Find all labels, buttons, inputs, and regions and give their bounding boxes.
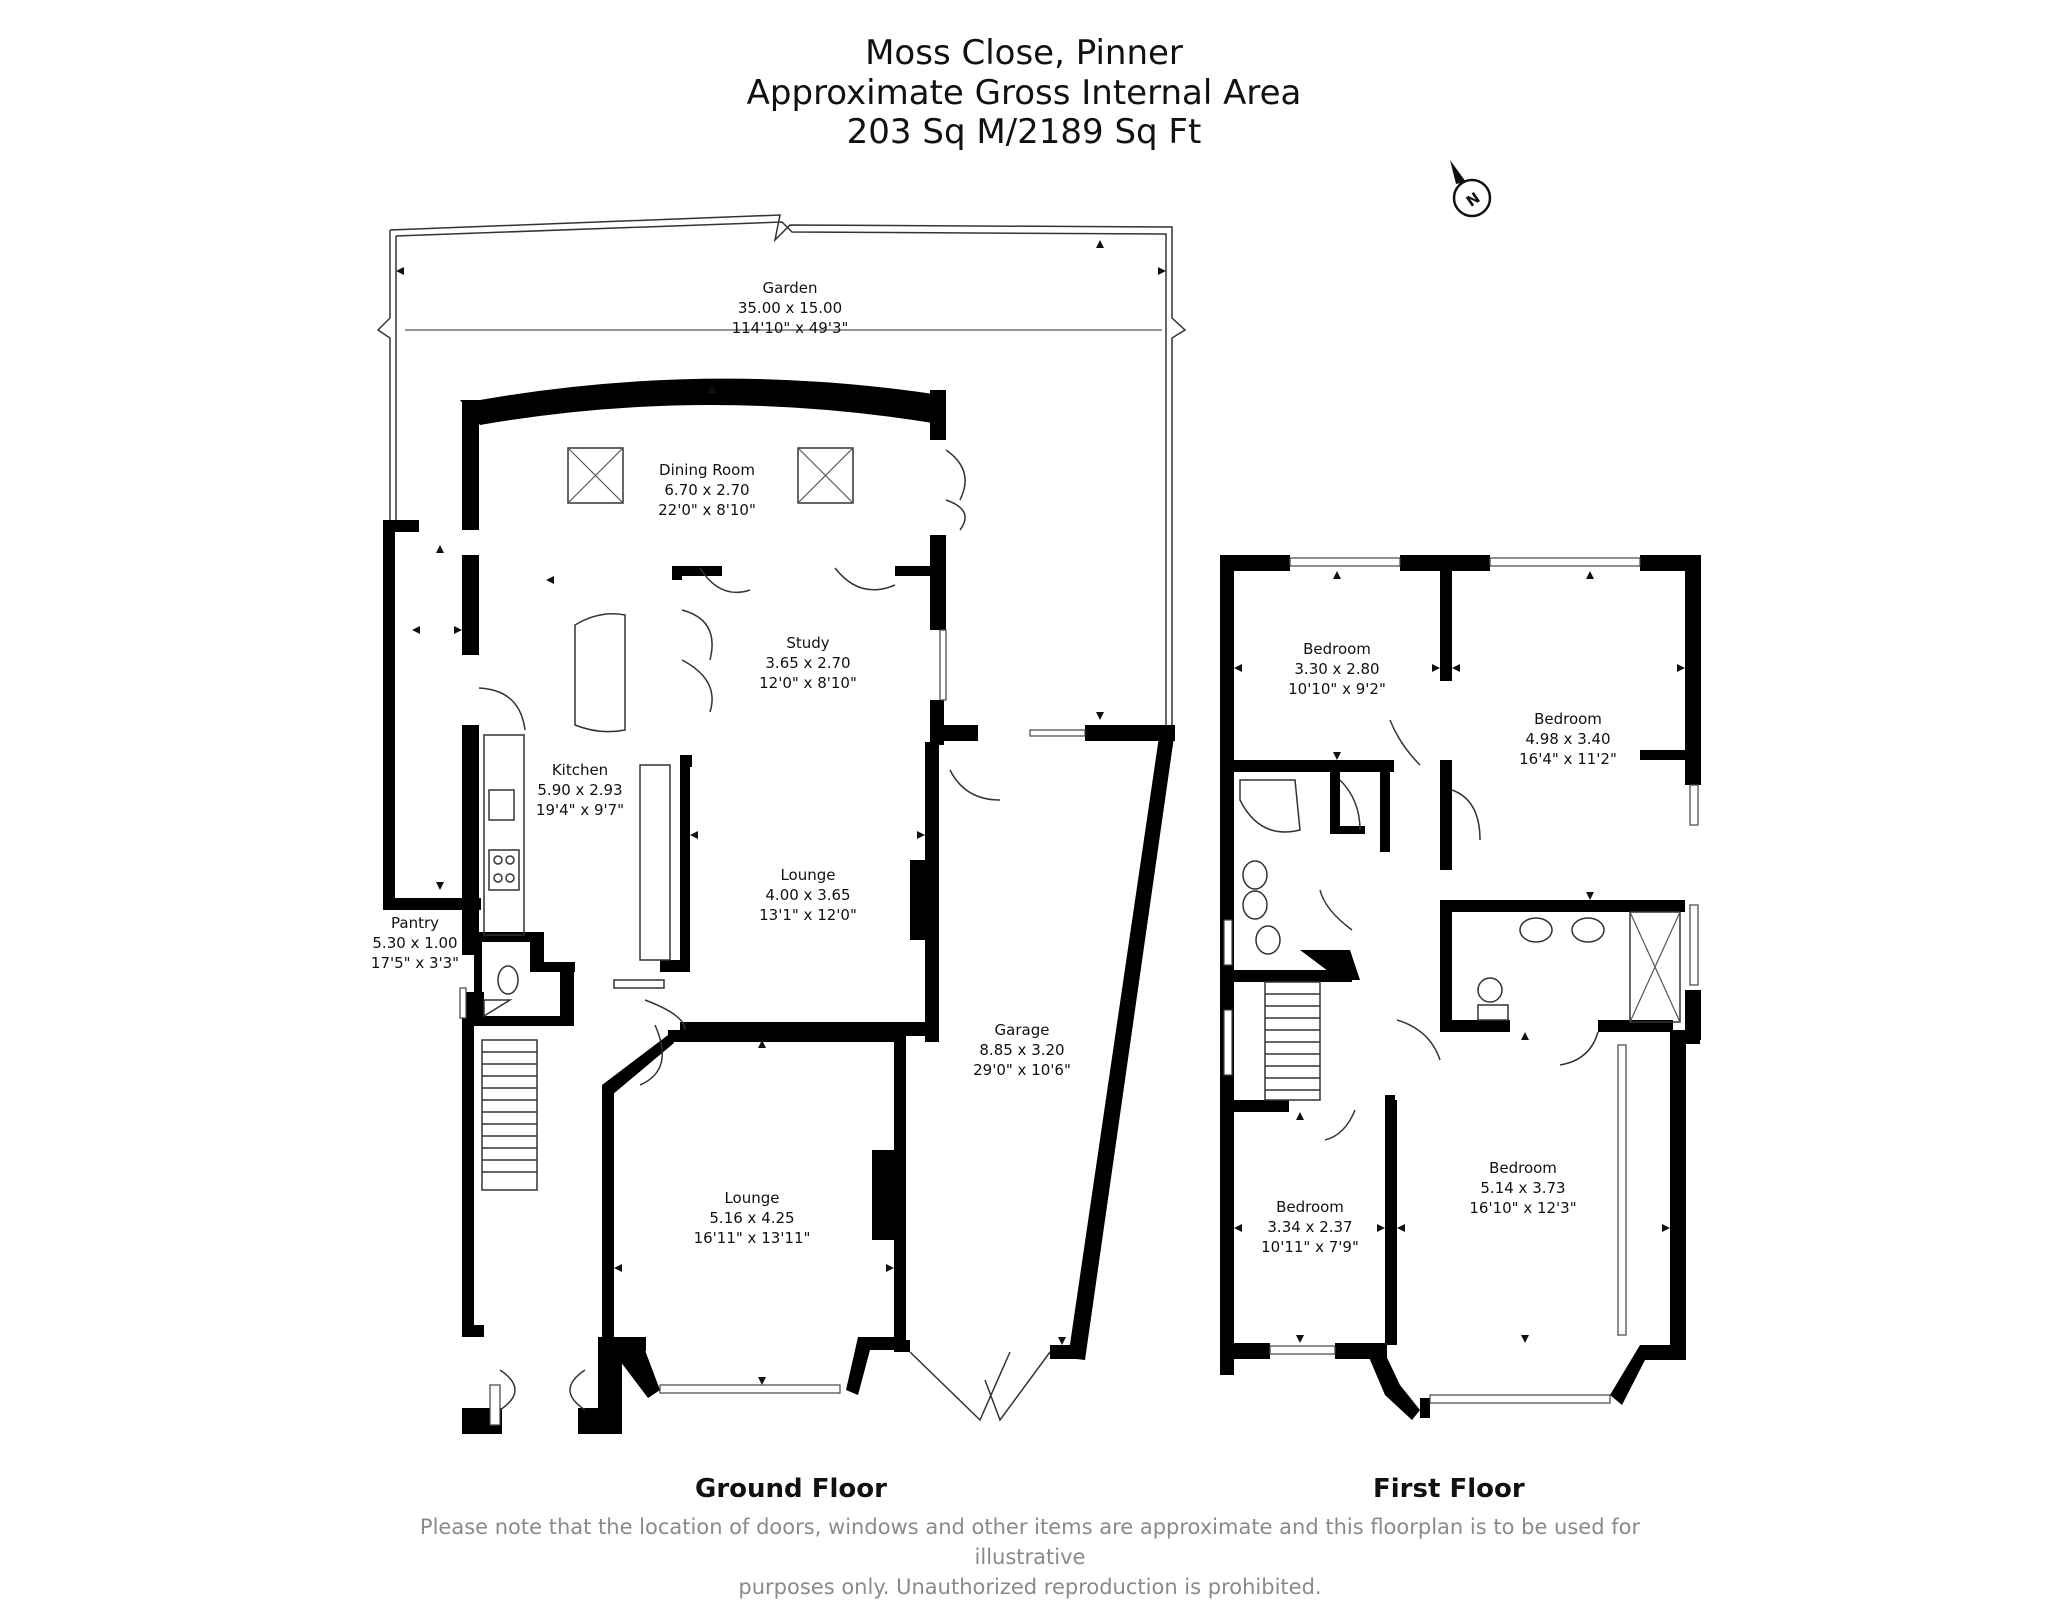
room-imperial: 12'0" x 8'10" <box>759 674 857 692</box>
first-floor-door-swings <box>1319 719 1599 1141</box>
door-swings <box>478 449 1001 1411</box>
room-imperial: 17'5" x 3'3" <box>371 954 459 972</box>
title-address: Moss Close, Pinner <box>865 33 1183 73</box>
stairs-first <box>1264 981 1321 1101</box>
ground-floor-label: Ground Floor <box>695 1474 887 1504</box>
room-name: Kitchen <box>552 761 608 779</box>
room-imperial: 29'0" x 10'6" <box>973 1061 1071 1079</box>
room-label-lounge-front: Lounge 5.16 x 4.25 16'11" x 13'11" <box>694 1189 811 1247</box>
room-label-bedroom-2: Bedroom 4.98 x 3.40 16'4" x 11'2" <box>1519 710 1617 768</box>
room-metric: 35.00 x 15.00 <box>738 299 842 317</box>
room-metric: 4.98 x 3.40 <box>1525 730 1610 748</box>
room-label-kitchen: Kitchen 5.90 x 2.93 19'4" x 9'7" <box>536 761 624 819</box>
room-name: Pantry <box>391 914 439 932</box>
garden-boundary <box>376 214 1187 730</box>
disclaimer: Please note that the location of doors, … <box>380 1512 1680 1602</box>
room-metric: 6.70 x 2.70 <box>664 481 749 499</box>
room-name: Bedroom <box>1303 640 1371 658</box>
ground-floor-plan: Garden 35.00 x 15.00 114'10" x 49'3" Din… <box>371 214 1187 1434</box>
room-metric: 8.85 x 3.20 <box>979 1041 1064 1059</box>
room-name: Lounge <box>724 1189 779 1207</box>
room-name: Study <box>786 634 829 652</box>
room-metric: 3.34 x 2.37 <box>1267 1218 1352 1236</box>
room-metric: 5.90 x 2.93 <box>537 781 622 799</box>
north-compass-icon: N <box>1450 160 1492 218</box>
room-name: Bedroom <box>1489 1159 1557 1177</box>
room-label-bedroom-4: Bedroom 3.34 x 2.37 10'11" x 7'9" <box>1261 1198 1359 1256</box>
room-label-garage: Garage 8.85 x 3.20 29'0" x 10'6" <box>973 1021 1071 1079</box>
room-label-garden: Garden 35.00 x 15.00 114'10" x 49'3" <box>732 279 849 337</box>
room-imperial: 16'4" x 11'2" <box>1519 750 1617 768</box>
room-label-bedroom-3: Bedroom 5.14 x 3.73 16'10" x 12'3" <box>1469 1159 1576 1217</box>
disclaimer-line-2: purposes only. Unauthorized reproduction… <box>738 1575 1322 1599</box>
room-label-dining-room: Dining Room 6.70 x 2.70 22'0" x 8'10" <box>658 461 756 519</box>
room-imperial: 19'4" x 9'7" <box>536 801 624 819</box>
room-metric: 5.30 x 1.00 <box>372 934 457 952</box>
room-name: Dining Room <box>659 461 755 479</box>
kitchen-fixtures <box>483 613 671 989</box>
first-floor-plan: Bedroom 3.30 x 2.80 10'10" x 9'2" Bedroo… <box>1220 555 1701 1420</box>
room-metric: 4.00 x 3.65 <box>765 886 850 904</box>
room-imperial: 16'10" x 12'3" <box>1469 1199 1576 1217</box>
room-metric: 3.30 x 2.80 <box>1294 660 1379 678</box>
disclaimer-line-1: Please note that the location of doors, … <box>419 1515 1641 1569</box>
compass-label: N <box>1463 189 1484 211</box>
room-name: Garden <box>763 279 818 297</box>
room-imperial: 10'10" x 9'2" <box>1288 680 1386 698</box>
room-label-lounge-rear: Lounge 4.00 x 3.65 13'1" x 12'0" <box>759 866 857 924</box>
room-imperial: 13'1" x 12'0" <box>759 906 857 924</box>
bathroom-fixtures <box>1239 779 1681 1023</box>
room-imperial: 22'0" x 8'10" <box>658 501 756 519</box>
skylights <box>567 447 854 504</box>
room-name: Lounge <box>780 866 835 884</box>
room-imperial: 10'11" x 7'9" <box>1261 1238 1359 1256</box>
first-floor-label: First Floor <box>1373 1474 1525 1504</box>
room-metric: 5.16 x 4.25 <box>709 1209 794 1227</box>
room-label-bedroom-1: Bedroom 3.30 x 2.80 10'10" x 9'2" <box>1288 640 1386 698</box>
room-imperial: 16'11" x 13'11" <box>694 1229 811 1247</box>
title-area-caption: Approximate Gross Internal Area <box>746 73 1302 113</box>
room-imperial: 114'10" x 49'3" <box>732 319 849 337</box>
title-area-value: 203 Sq M/2189 Sq Ft <box>846 112 1202 152</box>
room-name: Bedroom <box>1276 1198 1344 1216</box>
room-name: Garage <box>995 1021 1050 1039</box>
room-label-pantry: Pantry 5.30 x 1.00 17'5" x 3'3" <box>371 914 459 972</box>
room-label-study: Study 3.65 x 2.70 12'0" x 8'10" <box>759 634 857 692</box>
room-name: Bedroom <box>1534 710 1602 728</box>
room-metric: 5.14 x 3.73 <box>1480 1179 1565 1197</box>
room-metric: 3.65 x 2.70 <box>765 654 850 672</box>
stairs-ground <box>481 1039 538 1191</box>
